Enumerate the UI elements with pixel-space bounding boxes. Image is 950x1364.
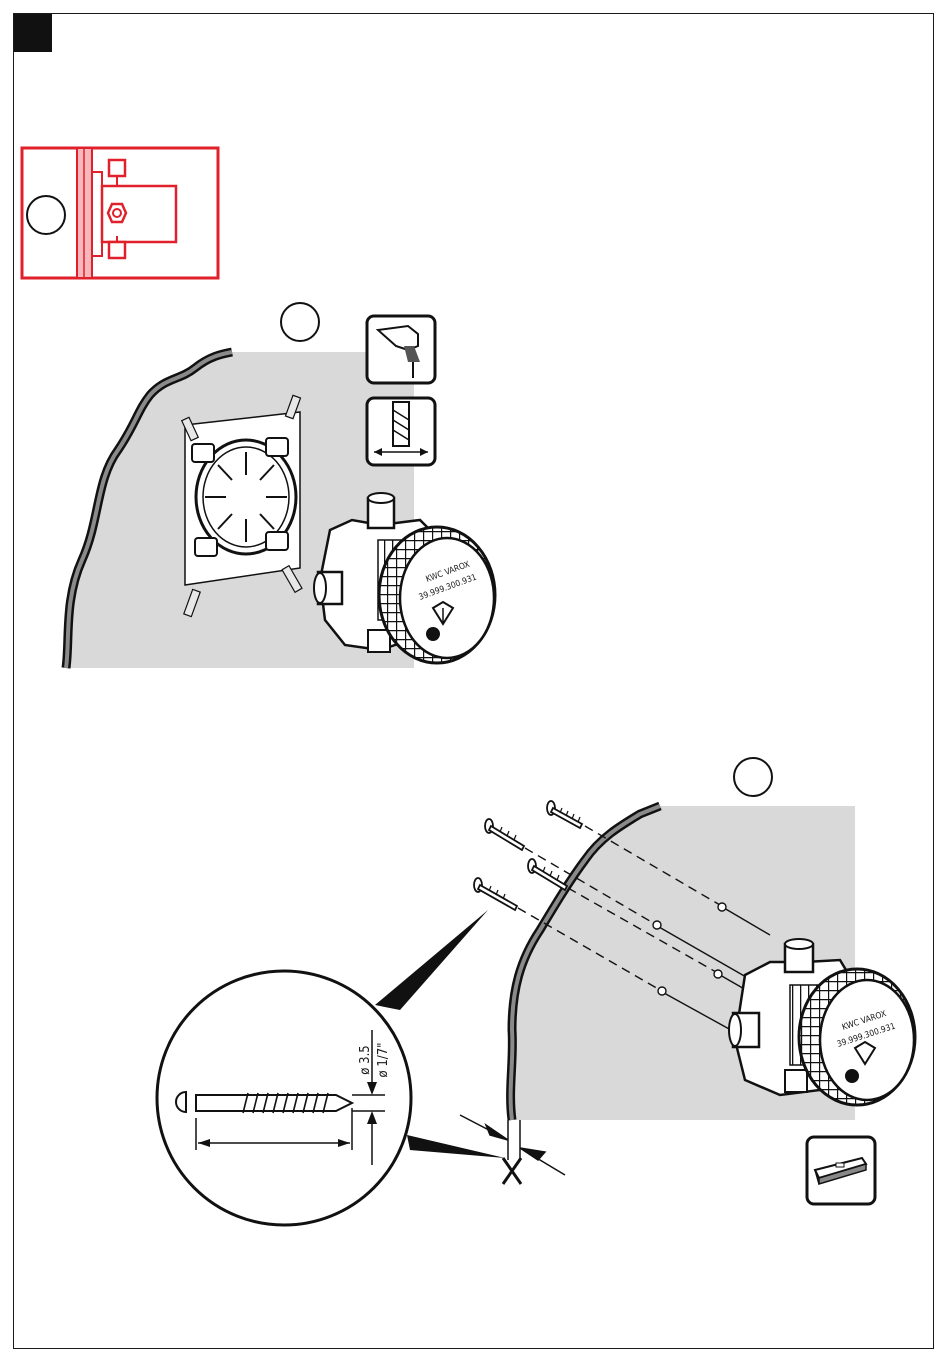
screw-3 [528,859,567,890]
screw-4 [474,878,517,910]
svg-text:ø 1/7": ø 1/7" [376,1042,391,1077]
spirit-level-icon [807,1137,875,1204]
drill-bit-icon [367,398,435,465]
callout-a [27,196,65,234]
wall-gap-marker [460,1115,565,1184]
svg-text:ø 3.5: ø 3.5 [358,1045,373,1074]
callout-c [734,758,772,796]
screw-2 [485,819,524,850]
drill-icon [367,316,435,383]
screw-1 [547,801,582,828]
screw-detail: ø 3.5 ø 1/7" [157,910,505,1225]
callout-b [281,303,319,341]
